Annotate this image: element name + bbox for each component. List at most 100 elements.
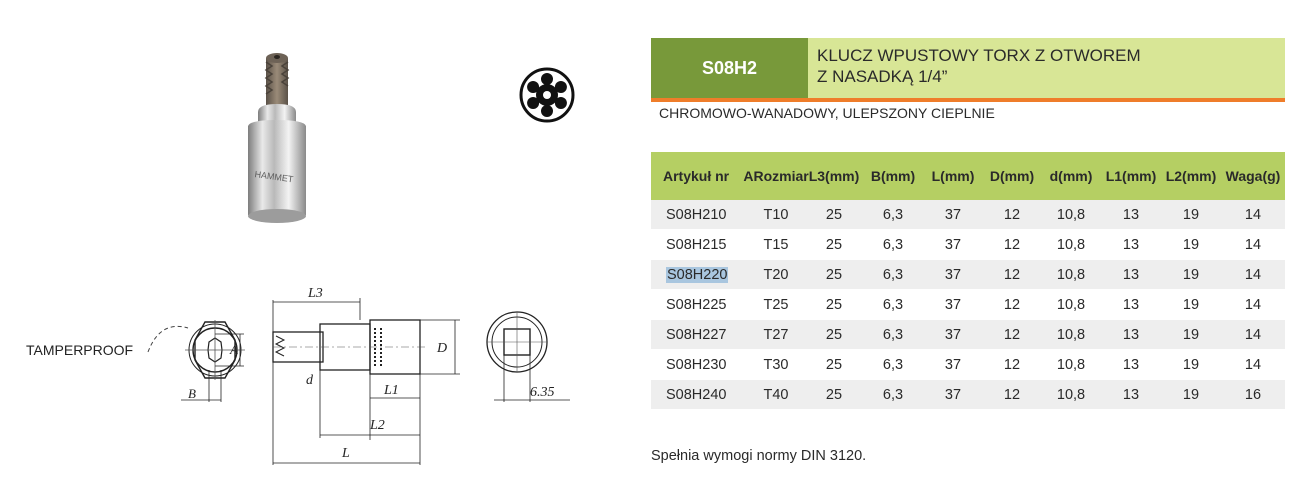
table-cell: 13 xyxy=(1101,297,1161,313)
cell-text: 14 xyxy=(1244,326,1262,343)
dim-l2-label: L2 xyxy=(369,418,385,433)
dim-a-label: A xyxy=(229,342,238,357)
cell-text: 37 xyxy=(944,356,962,373)
table-cell: 10,8 xyxy=(1041,237,1101,253)
table-cell: 25 xyxy=(805,327,863,343)
table-cell: 13 xyxy=(1101,387,1161,403)
cell-text: 10,8 xyxy=(1056,236,1086,253)
table-cell: 14 xyxy=(1221,327,1285,343)
cell-text: 10,8 xyxy=(1056,386,1086,403)
cell-text: 12 xyxy=(1003,266,1021,283)
table-cell: 12 xyxy=(983,357,1041,373)
column-header: L2(mm) xyxy=(1161,152,1221,200)
table-cell: 14 xyxy=(1221,297,1285,313)
cell-text: 12 xyxy=(1003,236,1021,253)
column-header-text: (mm) xyxy=(940,167,975,184)
column-header-text: Rozmiar xyxy=(753,167,809,184)
cell-text: S08H215 xyxy=(666,236,727,253)
table-cell: T10 xyxy=(747,207,805,223)
cell-text: 14 xyxy=(1244,356,1262,373)
column-header-text: A xyxy=(743,167,754,184)
cell-text: 12 xyxy=(1003,296,1021,313)
header-divider xyxy=(651,98,1285,102)
cell-text: 19 xyxy=(1182,296,1200,313)
cell-text: S08H220 xyxy=(666,266,729,283)
table-cell: 6,3 xyxy=(863,267,923,283)
table-cell: 13 xyxy=(1101,207,1161,223)
cell-text: 6,3 xyxy=(882,266,904,283)
product-title-line2: Z NASADKĄ 1/4” xyxy=(817,67,948,86)
table-cell: 12 xyxy=(983,237,1041,253)
table-cell: 13 xyxy=(1101,237,1161,253)
dim-l1-label: L1 xyxy=(383,383,399,398)
cell-text: 19 xyxy=(1182,266,1200,283)
column-header: Waga(g) xyxy=(1221,152,1285,200)
cell-text: 6,3 xyxy=(882,356,904,373)
table-cell: 37 xyxy=(923,237,983,253)
table-cell: 37 xyxy=(923,327,983,343)
table-cell: 14 xyxy=(1221,267,1285,283)
table-cell: 19 xyxy=(1161,357,1221,373)
table-cell: 25 xyxy=(805,297,863,313)
table-cell: 13 xyxy=(1101,357,1161,373)
column-header-text: Waga xyxy=(1225,167,1263,184)
cell-text: S08H210 xyxy=(666,206,727,223)
column-header-text: (mm) xyxy=(1122,167,1157,184)
cell-text: T25 xyxy=(763,296,789,313)
table-cell: T15 xyxy=(747,237,805,253)
table-cell: 6,3 xyxy=(863,387,923,403)
column-header: Artykuł nr xyxy=(651,152,747,200)
cell-text: 13 xyxy=(1122,236,1140,253)
table-cell: 37 xyxy=(923,207,983,223)
cell-text: 12 xyxy=(1003,326,1021,343)
table-cell: 10,8 xyxy=(1041,297,1101,313)
column-header-text: (mm) xyxy=(1182,167,1217,184)
table-cell: 10,8 xyxy=(1041,267,1101,283)
tamperproof-label: TAMPERPROOF xyxy=(26,342,133,358)
table-cell: 14 xyxy=(1221,207,1285,223)
table-cell: 6,3 xyxy=(863,327,923,343)
table-cell: 25 xyxy=(805,207,863,223)
cell-text: 6,3 xyxy=(882,236,904,253)
table-cell: 25 xyxy=(805,267,863,283)
column-header: L(mm) xyxy=(923,152,983,200)
dim-l3-label: L3 xyxy=(307,286,323,301)
dim-l-label: L xyxy=(341,446,350,461)
column-header: d(mm) xyxy=(1041,152,1101,200)
table-cell: 12 xyxy=(983,207,1041,223)
cell-text: 25 xyxy=(825,296,843,313)
column-header-text: (mm) xyxy=(880,167,916,184)
cell-text: 37 xyxy=(944,266,962,283)
cell-text: 13 xyxy=(1122,356,1140,373)
cell-text: 13 xyxy=(1122,296,1140,313)
article-number-cell: S08H240 xyxy=(651,387,747,403)
cell-text: 19 xyxy=(1182,356,1200,373)
table-cell: 19 xyxy=(1161,297,1221,313)
table-cell: 19 xyxy=(1161,207,1221,223)
table-cell: 6,3 xyxy=(863,207,923,223)
dim-d-upper-label: D xyxy=(436,341,447,356)
article-number-cell: S08H225 xyxy=(651,297,747,313)
dim-d-lower-label: d xyxy=(306,373,314,388)
table-cell: 37 xyxy=(923,297,983,313)
cell-text: T40 xyxy=(763,386,789,403)
article-number-cell: S08H230 xyxy=(651,357,747,373)
technical-drawing: TAMPERPROOF A B L3 D d L1 L2 L 6.35 xyxy=(26,286,570,465)
table-cell: T40 xyxy=(747,387,805,403)
table-cell: 19 xyxy=(1161,327,1221,343)
cell-text: 14 xyxy=(1244,296,1262,313)
cell-text: S08H240 xyxy=(666,386,727,403)
column-header-text: (mm) xyxy=(825,167,860,184)
cell-text: T10 xyxy=(763,206,789,223)
cell-text: 10,8 xyxy=(1056,326,1086,343)
cell-text: T15 xyxy=(763,236,789,253)
